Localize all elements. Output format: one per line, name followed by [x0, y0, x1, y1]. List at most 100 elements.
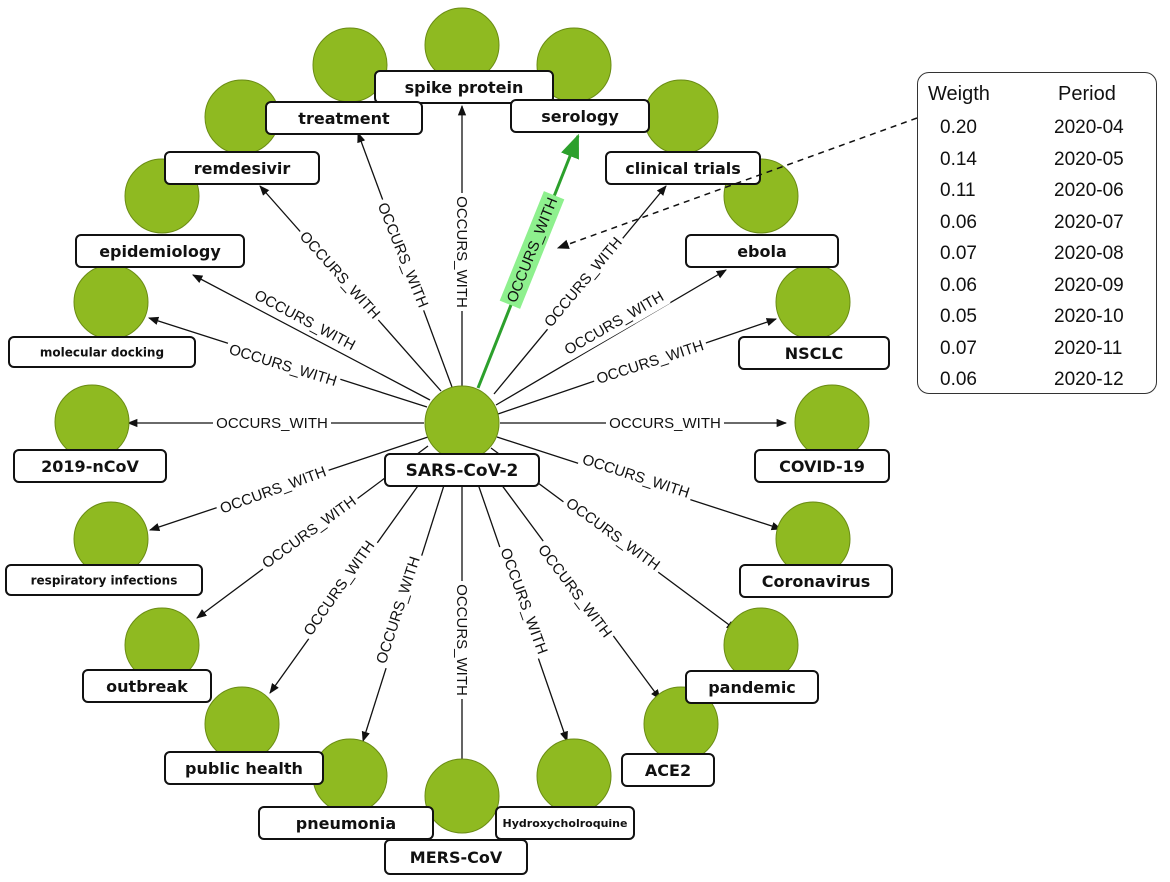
- node-label-spike: spike protein: [374, 70, 554, 104]
- edge-label-bg: [493, 541, 555, 661]
- node-label-text: treatment: [298, 109, 390, 128]
- edge-label-treatment: OCCURS_WITH: [370, 196, 436, 314]
- node-label-box: [374, 70, 554, 104]
- node-label-ebola: ebola: [685, 234, 839, 268]
- edge-label-text: OCCURS_WITH: [563, 495, 663, 574]
- node-ncov: [54, 384, 130, 460]
- node-label-text: COVID-19: [779, 457, 865, 476]
- node-label-text: outbreak: [106, 677, 188, 696]
- node-sars: [424, 385, 500, 461]
- edge-label-text: OCCURS_WITH: [594, 337, 705, 388]
- node-label-text: NSCLC: [785, 344, 844, 363]
- node-label-text: pneumonia: [296, 814, 396, 833]
- node-label-resp: respiratory infections: [5, 564, 203, 596]
- node-covid: [794, 384, 870, 460]
- edge-label-text: OCCURS_WITH: [453, 584, 470, 696]
- weight-value: 0.05: [940, 306, 977, 327]
- edge-label-bg: [369, 550, 427, 670]
- node-mers: [424, 758, 500, 834]
- edge-label-text: OCCURS_WITH: [218, 463, 329, 517]
- edge-label-bg: [370, 196, 436, 314]
- node-label-text: remdesivir: [194, 159, 291, 178]
- period-value: 2020-07: [1054, 211, 1124, 233]
- weight-value: 0.20: [940, 117, 977, 138]
- node-label-box: [685, 234, 839, 268]
- node-docking: [73, 264, 149, 340]
- node-label-box: [739, 564, 893, 598]
- edge-label-text: OCCURS_WITH: [580, 451, 691, 502]
- edge-label-bg: [451, 581, 473, 699]
- weight-value: 0.07: [940, 243, 977, 264]
- period-value: 2020-11: [1054, 337, 1123, 359]
- node-label-nsclc: NSCLC: [738, 336, 890, 370]
- node-label-box: [8, 336, 196, 368]
- node-label-box: [510, 99, 650, 133]
- weight-row: 0.20 2020-04: [918, 117, 1156, 147]
- weight-row: 0.06 2020-07: [918, 212, 1156, 242]
- nodes-layer: [54, 7, 870, 834]
- node-label-box: [258, 806, 434, 840]
- edge-label-text: OCCURS_WITH: [534, 542, 615, 641]
- edge-label-bg: [292, 223, 388, 327]
- node-label-box: [75, 234, 245, 268]
- node-label-remdesivir: remdesivir: [164, 151, 320, 185]
- period-value: 2020-08: [1054, 243, 1124, 264]
- node-label-text: molecular docking: [40, 345, 164, 359]
- node-hcq: [536, 738, 612, 814]
- node-label-ncov: 2019-nCoV: [13, 449, 167, 483]
- edge-label-bg: [536, 229, 630, 335]
- node-pneumonia: [312, 738, 388, 814]
- weight-value: 0.06: [940, 369, 977, 390]
- edge-label-mers: OCCURS_WITH: [451, 581, 473, 699]
- period-value: 2020-04: [1054, 117, 1124, 138]
- node-label-text: spike protein: [405, 78, 524, 97]
- node-label-box: [495, 806, 635, 840]
- weight-value: 0.06: [940, 211, 977, 233]
- node-label-sars: SARS-CoV-2: [384, 453, 540, 487]
- node-label-box: [164, 751, 324, 785]
- edge-label-bg: [296, 533, 382, 643]
- node-label-pneumonia: pneumonia: [258, 806, 434, 840]
- edge-label-spike: OCCURS_WITH: [451, 193, 473, 311]
- node-label-publichealth: public health: [164, 751, 324, 785]
- period-value: 2020-05: [1054, 148, 1124, 170]
- node-label-outbreak: outbreak: [82, 669, 212, 703]
- node-label-text: SARS-CoV-2: [406, 461, 519, 481]
- edge-label-bg: [576, 447, 696, 505]
- edge-label-bg: [557, 283, 671, 363]
- edge-label-resp: OCCURS_WITH: [213, 459, 333, 521]
- edge-label-bg: [606, 412, 724, 434]
- node-label-text: serology: [541, 107, 619, 126]
- node-label-box: [5, 564, 203, 596]
- edge-label-bg: [247, 282, 363, 358]
- node-publichealth: [204, 686, 280, 762]
- node-label-text: ACE2: [645, 761, 691, 780]
- edge-label-bg: [213, 412, 331, 434]
- node-label-box: [685, 670, 819, 704]
- node-label-box: [738, 336, 890, 370]
- edge-label-nsclc: OCCURS_WITH: [590, 333, 710, 391]
- node-label-pandemic: pandemic: [685, 670, 819, 704]
- node-label-hcq: Hydroxycholroquine: [495, 806, 635, 840]
- edge-label-pneumonia: OCCURS_WITH: [369, 550, 427, 670]
- node-label-ace2: ACE2: [621, 753, 715, 787]
- period-value: 2020-06: [1054, 180, 1124, 201]
- node-label-serology: serology: [510, 99, 650, 133]
- edge-label-text: OCCURS_WITH: [300, 538, 378, 639]
- node-label-text: clinical trials: [625, 159, 741, 178]
- edge-label-bg: [590, 333, 710, 391]
- edge-label-coronavirus: OCCURS_WITH: [576, 447, 696, 505]
- edge-label-bg: [558, 490, 668, 578]
- node-labels-layer: spike protein serology clinical trials ebol…: [5, 70, 893, 875]
- node-label-text: ebola: [737, 242, 787, 261]
- node-label-coronavirus: Coronavirus: [739, 564, 893, 598]
- edge-label-bg: [213, 459, 333, 521]
- node-nsclc: [775, 264, 851, 340]
- edge-ebola: [495, 269, 727, 406]
- node-label-box: [164, 151, 320, 185]
- edge-label-text: OCCURS_WITH: [296, 228, 383, 322]
- node-label-epi: epidemiology: [75, 234, 245, 268]
- node-label-text: Coronavirus: [762, 572, 871, 591]
